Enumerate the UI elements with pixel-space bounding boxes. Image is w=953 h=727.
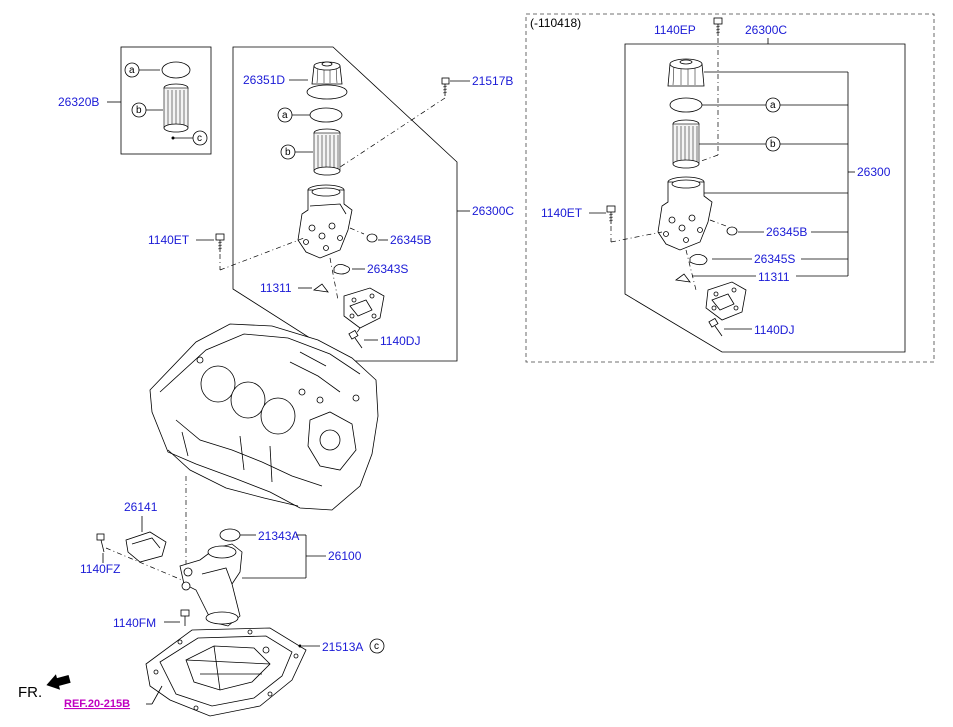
oil-pump-assembly: 26141 1140FZ 21343A 26100 <box>80 500 362 630</box>
oil-cover-icon <box>125 531 167 563</box>
part-1140DJ-right[interactable]: 1140DJ <box>754 323 794 337</box>
filter-element-icon-mid <box>313 128 341 176</box>
callout-b-kit-text: b <box>136 105 142 116</box>
part-26345S[interactable]: 26345S <box>754 252 795 266</box>
bolt-icon-1140DJ-left <box>348 329 363 349</box>
callout-c-pan <box>369 638 385 654</box>
callout-a-kit-text: a <box>129 65 135 76</box>
small-ring-icon <box>366 233 378 243</box>
bolt-icon-21517B <box>441 77 450 96</box>
part-1140ET-left[interactable]: 1140ET <box>148 233 190 247</box>
part-1140EP[interactable]: 1140EP <box>654 23 696 37</box>
engine-block-icon <box>149 323 379 511</box>
front-marker: FR. <box>18 684 42 701</box>
bolt-icon-1140FZ <box>96 533 105 553</box>
bolt-icon-1140ET-left <box>215 233 225 252</box>
part-21517B[interactable]: 21517B <box>472 74 513 88</box>
bolt-icon-1140EP <box>713 17 723 36</box>
callout-a-right-text: a <box>770 100 776 111</box>
variant-box: (-110418) 1140EP 26300C <box>525 13 935 363</box>
part-1140DJ-left[interactable]: 1140DJ <box>380 334 420 348</box>
part-26300[interactable]: 26300 <box>857 165 891 179</box>
bolt-icon-1140ET-right <box>606 205 616 224</box>
gasket-icon-right <box>689 254 708 266</box>
bolt-icon-1140DJ-right <box>708 317 723 337</box>
bolt-icon-1140FM <box>180 609 190 626</box>
adapter-plate-icon-right <box>705 281 747 321</box>
filter-element-icon <box>163 83 189 133</box>
front-arrow-icon <box>46 674 71 690</box>
o-ring-icon <box>161 61 191 79</box>
small-ring-icon-right <box>726 226 738 236</box>
filter-cap-icon <box>306 61 348 100</box>
part-26320B[interactable]: 26320B <box>58 95 99 109</box>
oil-filter-module-box: 26300C 26351D 21517B a <box>148 46 514 362</box>
pump-o-ring-icon <box>219 528 241 542</box>
ref-link[interactable]: REF.20-215B <box>64 698 130 710</box>
oil-pan-icon <box>145 627 307 717</box>
o-ring-icon-mid <box>309 107 343 123</box>
part-21343A[interactable]: 21343A <box>258 529 299 543</box>
part-1140FM[interactable]: 1140FM <box>113 616 156 630</box>
filter-element-icon-right <box>672 119 700 169</box>
part-26345B-right[interactable]: 26345B <box>766 225 807 239</box>
dowel-pin-icon <box>312 283 329 293</box>
dowel-pin-icon-right <box>674 273 691 283</box>
callout-b-mid-text: b <box>285 147 291 158</box>
callout-b-right-text: b <box>770 139 776 150</box>
part-26343S[interactable]: 26343S <box>367 262 408 276</box>
part-26300C-left[interactable]: 26300C <box>472 204 514 218</box>
callout-a-mid-text: a <box>282 110 288 121</box>
filter-kit-box: 26320B a b c <box>58 46 212 155</box>
adapter-plate-icon <box>343 287 385 329</box>
filter-cap-icon-right <box>667 58 705 87</box>
filter-housing-icon <box>297 184 353 259</box>
variant-note: (-110418) <box>530 16 581 30</box>
part-26351D[interactable]: 26351D <box>243 73 285 87</box>
callout-c-pan-text: c <box>374 641 379 652</box>
callout-c-kit <box>192 130 208 146</box>
part-1140ET-right[interactable]: 1140ET <box>541 206 583 220</box>
part-26300C-right[interactable]: 26300C <box>745 23 787 37</box>
part-26141[interactable]: 26141 <box>124 500 158 514</box>
part-26100[interactable]: 26100 <box>328 549 362 563</box>
part-11311-right[interactable]: 11311 <box>758 270 790 284</box>
part-1140FZ[interactable]: 1140FZ <box>80 562 120 576</box>
part-21513A[interactable]: 21513A <box>322 640 363 654</box>
part-26345B-left[interactable]: 26345B <box>390 233 431 247</box>
gasket-icon <box>333 264 350 275</box>
part-11311-left[interactable]: 11311 <box>260 281 292 295</box>
filter-housing-icon-right <box>657 176 713 251</box>
callout-c-kit-text: c <box>197 133 202 144</box>
o-ring-icon-right <box>669 97 703 113</box>
